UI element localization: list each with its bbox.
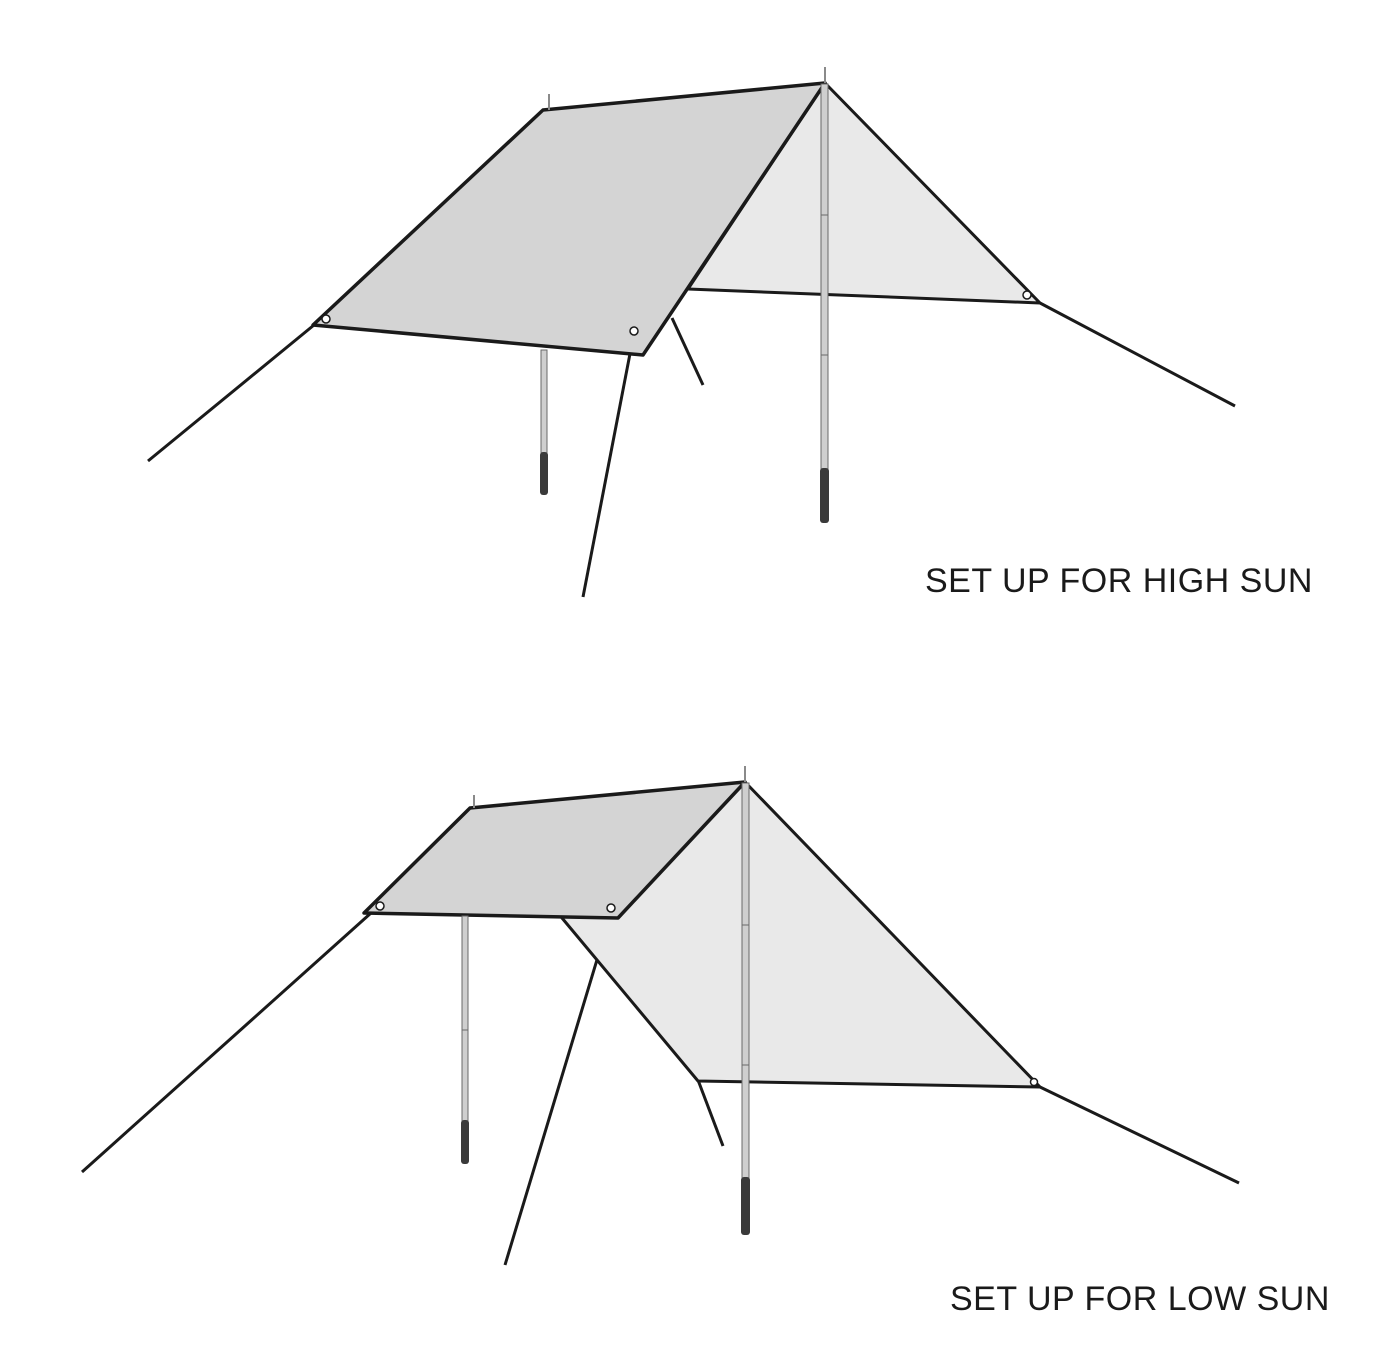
grommet — [321, 314, 331, 324]
guy-line-left — [147, 323, 315, 463]
pole-main — [820, 67, 829, 523]
guy-line-right — [1039, 1085, 1240, 1185]
grommet — [629, 326, 639, 336]
guy-line-left — [80, 911, 373, 1174]
pole-main — [741, 766, 750, 1235]
guy-line-inner — [696, 1079, 725, 1147]
grommet — [606, 903, 616, 913]
caption-low-sun: SET UP FOR LOW SUN — [950, 1280, 1330, 1318]
high-sun-setup — [147, 67, 1236, 598]
grommet — [1022, 290, 1032, 300]
tarp-roof — [362, 780, 747, 920]
pole-front-left — [461, 795, 475, 1164]
tarp-roof — [311, 81, 827, 357]
guy-line-right — [1039, 301, 1236, 408]
pole-front-left — [540, 94, 550, 495]
guy-line-inner — [670, 317, 705, 386]
guy-line-front — [581, 332, 636, 598]
grommet — [375, 901, 385, 911]
grommet — [1029, 1077, 1039, 1087]
low-sun-setup — [80, 766, 1240, 1266]
caption-high-sun: SET UP FOR HIGH SUN — [925, 562, 1313, 600]
guy-line-front — [503, 909, 614, 1266]
